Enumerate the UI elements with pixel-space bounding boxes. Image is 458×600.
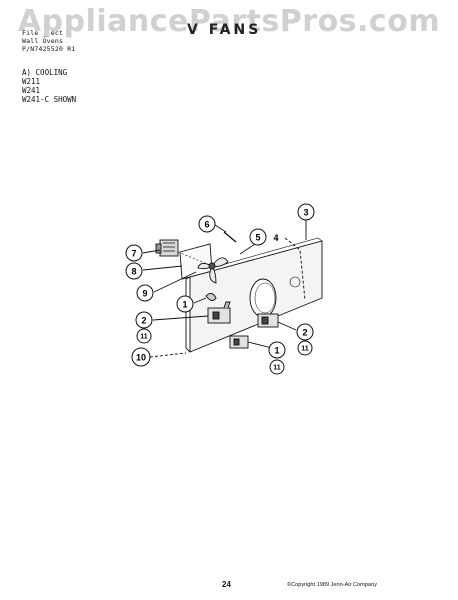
callout-3: 3 — [297, 203, 315, 221]
svg-text:11: 11 — [140, 334, 148, 341]
svg-text:4: 4 — [273, 233, 278, 243]
model-w241: W241 — [22, 86, 41, 95]
callout-9: 9 — [136, 284, 154, 302]
svg-text:5: 5 — [255, 233, 260, 243]
thermal-switch-lower — [229, 335, 249, 349]
svg-text:8: 8 — [131, 267, 136, 277]
thermal-switch-right — [257, 313, 279, 328]
header-product-line: Wall Ovens — [22, 37, 64, 45]
callout-1-upper: 1 — [176, 295, 194, 313]
callout-11-right: 11 — [297, 340, 313, 356]
thermal-switch-left — [207, 301, 231, 324]
header-file-line: File _ ect — [22, 29, 64, 37]
screw — [223, 231, 237, 243]
callout-2-right: 2 — [296, 323, 314, 341]
svg-text:1: 1 — [274, 346, 279, 356]
callout-5: 5 — [249, 228, 267, 246]
callout-6: 6 — [198, 215, 216, 233]
svg-text:7: 7 — [131, 249, 136, 259]
svg-text:10: 10 — [136, 353, 146, 363]
page-title: V FANS — [187, 22, 262, 38]
svg-text:1: 1 — [182, 300, 187, 310]
callout-8: 8 — [125, 262, 143, 280]
svg-text:9: 9 — [142, 289, 147, 299]
model-shown: W241-C SHOWN — [22, 95, 77, 104]
callout-11-lower: 11 — [269, 359, 285, 375]
svg-text:2: 2 — [141, 316, 146, 326]
model-list: A) COOLING W211 W241 W241-C SHOWN — [22, 68, 76, 104]
callout-10: 10 — [131, 347, 151, 367]
model-section-heading: A) COOLING — [22, 68, 68, 77]
callout-4: 4 — [273, 233, 278, 243]
svg-text:6: 6 — [204, 220, 209, 230]
svg-text:11: 11 — [301, 346, 309, 353]
callout-11-left: 11 — [136, 328, 152, 344]
watermark: AppliancePartsPros.com — [17, 4, 441, 39]
page-number: 24 — [222, 580, 231, 589]
svg-text:3: 3 — [303, 208, 308, 218]
fan-motor — [159, 239, 179, 257]
svg-text:11: 11 — [273, 365, 281, 372]
model-w211: W211 — [22, 77, 41, 86]
header-part-number: P/N7425520 R1 — [22, 45, 76, 53]
svg-text:2: 2 — [302, 328, 307, 338]
callout-7: 7 — [125, 244, 143, 262]
fan-opening — [249, 278, 277, 318]
copyright-notice: ©Copyright 1989 Jenn-Air Company — [287, 582, 377, 588]
callout-2-left: 2 — [135, 311, 153, 329]
callout-1-lower: 1 — [268, 341, 286, 359]
